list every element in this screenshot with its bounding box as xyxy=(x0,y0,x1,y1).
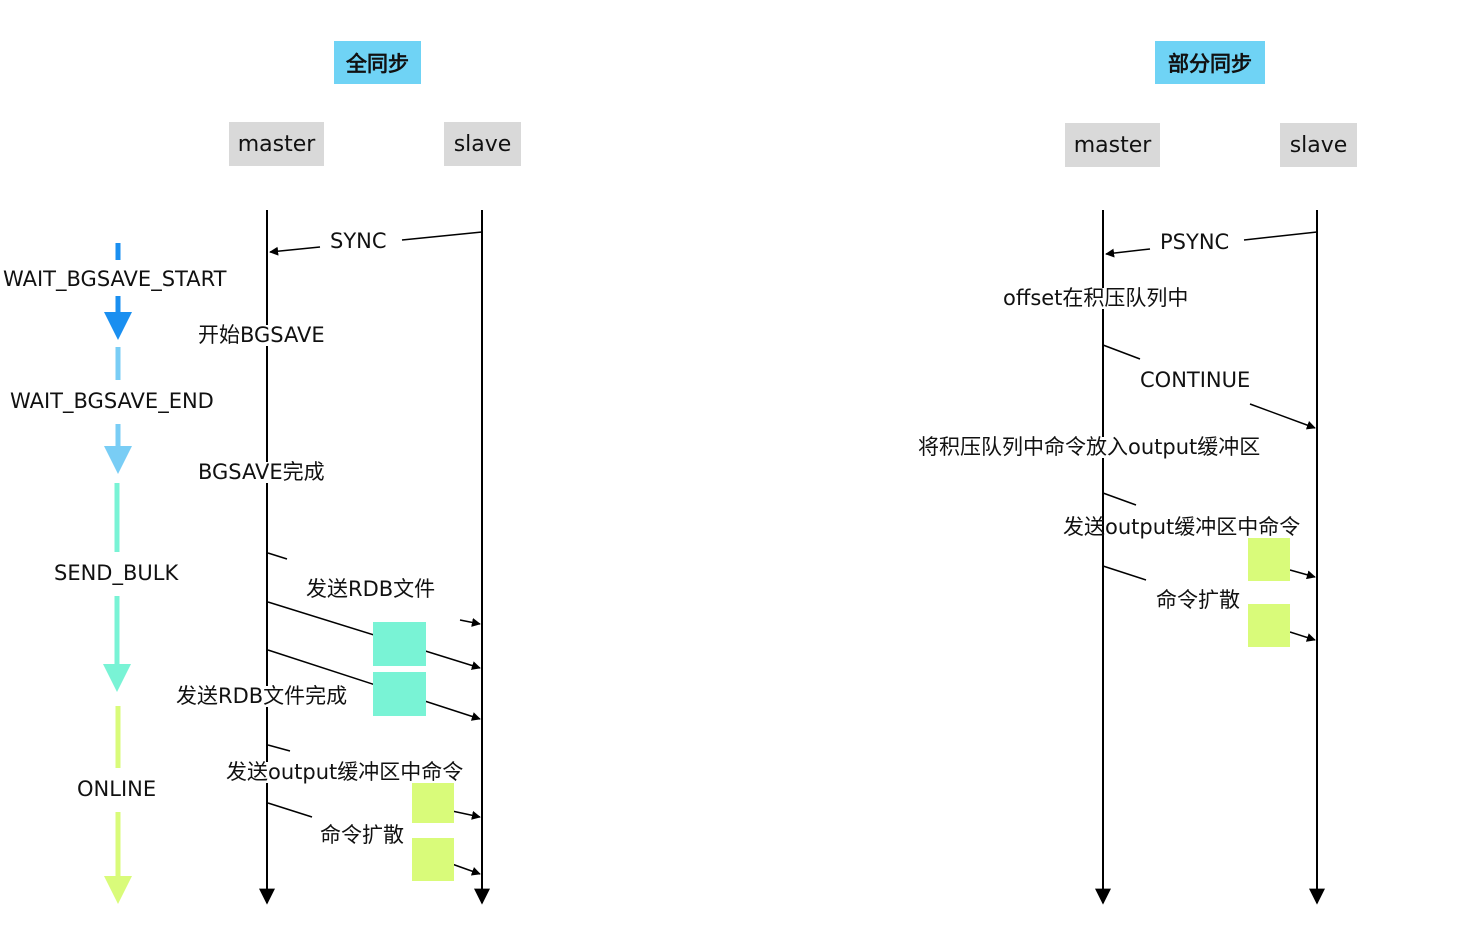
partial-slave-label: slave xyxy=(1280,123,1357,167)
continue-arrow-head xyxy=(1249,403,1316,430)
p-propagate-label: 命令扩散 xyxy=(1156,588,1240,612)
sync-label: SYNC xyxy=(330,229,387,253)
output-msg-1 xyxy=(267,744,291,752)
output-block-1 xyxy=(412,780,454,823)
start-bgsave-label: 开始BGSAVE xyxy=(198,323,325,347)
psync-arrow-tail xyxy=(1243,231,1318,241)
full-master-label: master xyxy=(229,122,324,166)
continue-label: CONTINUE xyxy=(1140,368,1251,392)
psync-arrow-head xyxy=(1105,248,1151,258)
output-block-2 xyxy=(412,838,454,881)
offset-in-backlog-label: offset在积压队列中 xyxy=(1003,286,1189,310)
rdb-msg-1-a xyxy=(267,552,288,560)
psync-label: PSYNC xyxy=(1160,230,1230,254)
p-output-block-1 xyxy=(1248,538,1290,581)
state-online: ONLINE xyxy=(77,777,157,801)
full-sync-title: 全同步 xyxy=(334,41,421,84)
send-output-label: 发送output缓冲区中命令 xyxy=(226,760,464,784)
p-output-msg-1 xyxy=(1102,492,1137,506)
output-msg-2-b xyxy=(451,863,481,876)
partial-sync-title: 部分同步 xyxy=(1155,41,1265,84)
propagate-label: 命令扩散 xyxy=(320,823,404,847)
state-wait-bgsave-end: WAIT_BGSAVE_END xyxy=(10,389,214,413)
continue-arrow-tail xyxy=(1102,344,1141,360)
sync-arrow-tail xyxy=(401,231,483,241)
rdb-block-2 xyxy=(373,672,426,716)
state-arrow-send-bulk xyxy=(103,664,131,692)
backlog-to-output-label: 将积压队列中命令放入output缓冲区 xyxy=(918,435,1261,459)
full-slave-label: slave xyxy=(444,122,521,166)
state-arrow-wait-end xyxy=(104,446,132,474)
p-output-msg-2-b xyxy=(1289,631,1316,642)
rdb-block-1 xyxy=(373,622,426,666)
state-arrow-wait-start xyxy=(104,312,132,340)
p-output-msg-1-b xyxy=(1289,569,1316,580)
send-rdb-label: 发送RDB文件 xyxy=(306,577,436,601)
output-msg-1-b xyxy=(451,810,481,820)
output-msg-2 xyxy=(267,802,313,818)
send-rdb-done-label: 发送RDB文件完成 xyxy=(176,684,348,708)
state-arrow-online xyxy=(104,876,132,904)
sync-arrow-head xyxy=(269,246,321,256)
state-send-bulk: SEND_BULK xyxy=(54,561,179,585)
rdb-msg-1-b xyxy=(459,617,481,627)
p-output-block-2 xyxy=(1248,604,1290,647)
p-output-msg-2 xyxy=(1102,565,1147,581)
bgsave-done-label: BGSAVE完成 xyxy=(198,460,325,484)
partial-master-label: master xyxy=(1065,123,1160,167)
state-wait-bgsave-start: WAIT_BGSAVE_START xyxy=(3,267,227,291)
p-send-output-label: 发送output缓冲区中命令 xyxy=(1063,515,1301,539)
